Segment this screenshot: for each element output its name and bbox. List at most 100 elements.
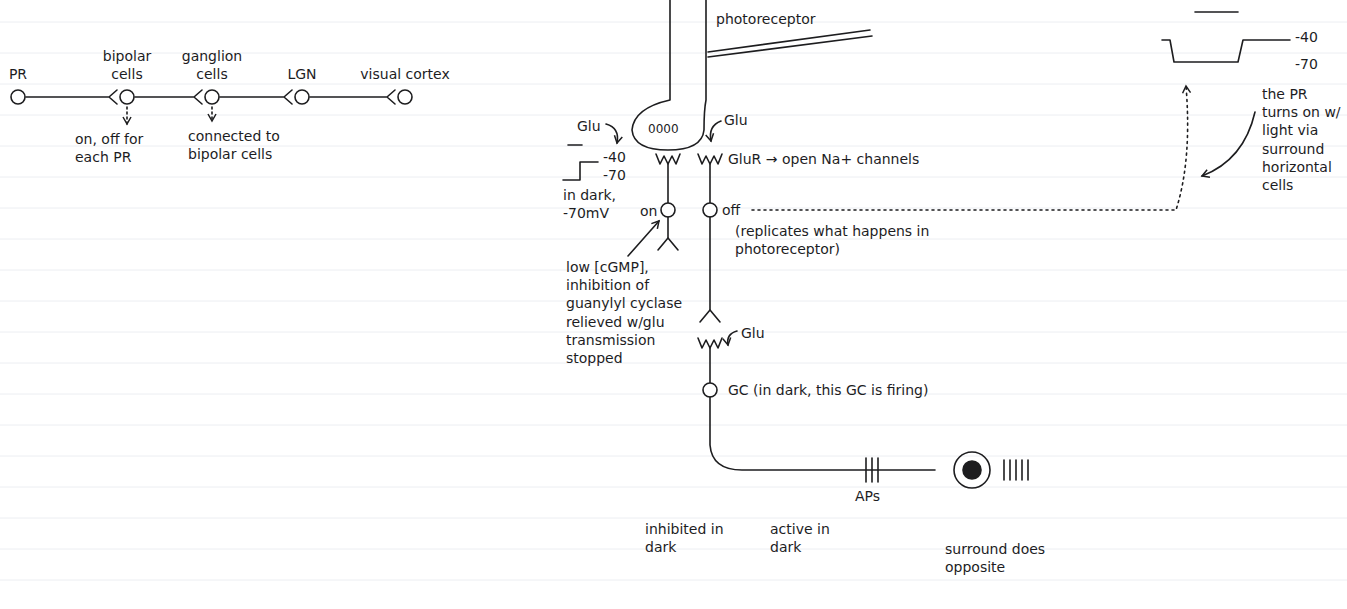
note-label: off	[722, 201, 740, 219]
ganglion-soma	[703, 383, 717, 397]
note-label: photoreceptor	[716, 10, 815, 28]
note-label: surround does opposite	[945, 540, 1055, 576]
connector-line	[220, 90, 292, 104]
ruled-line	[0, 270, 1347, 271]
ruled-line	[0, 580, 1347, 581]
cell-label: visual cortex	[360, 66, 449, 84]
note-label: Glu	[741, 324, 765, 342]
dotted-arrow	[211, 107, 213, 121]
spike	[865, 458, 867, 482]
ruled-line	[0, 456, 1347, 457]
ganglion-axon	[710, 397, 935, 470]
neurite	[709, 348, 711, 383]
spike	[871, 458, 873, 482]
note-label: GC (in dark, this GC is firing)	[728, 381, 928, 399]
cell-body	[119, 89, 135, 105]
electrode	[708, 30, 870, 52]
note-label: on, off for each PR	[75, 130, 147, 166]
note-label: -70	[603, 166, 626, 184]
release-arrow	[710, 121, 721, 141]
cell-label: PR	[9, 66, 27, 84]
note-label: active in dark	[770, 520, 842, 556]
trace-mark	[568, 144, 582, 146]
connector-line	[310, 90, 395, 104]
ruled-line	[0, 239, 1347, 240]
dotted-arrow	[126, 107, 128, 124]
cell-label: bipolar cells	[95, 48, 159, 83]
axon	[709, 217, 711, 310]
cell-body	[397, 89, 413, 105]
synapse-connector	[135, 90, 202, 104]
neuron-node: bipolar cells	[95, 48, 159, 105]
receptive-field-center	[963, 461, 981, 479]
note-label: connected to bipolar cells	[188, 127, 308, 163]
neuron-node: LGN	[287, 66, 316, 106]
ruled-line	[0, 84, 1347, 85]
note-label: -70	[1295, 55, 1318, 73]
axon-terminal	[700, 310, 720, 322]
axon-terminal	[658, 238, 678, 250]
ruled-line	[0, 22, 1347, 23]
neurite	[709, 164, 711, 203]
off-bipolar-soma	[703, 203, 717, 217]
note-label: (replicates what happens in photorecepto…	[735, 222, 950, 258]
dendrite	[698, 338, 722, 348]
on-bipolar-soma	[661, 203, 675, 217]
electrode	[708, 36, 872, 57]
synapse-connector	[310, 90, 395, 104]
cell-body	[204, 89, 220, 105]
voltage-trace	[1162, 40, 1290, 62]
spike	[1003, 460, 1005, 480]
neuron-node: visual cortex	[360, 66, 449, 106]
cell-circle	[398, 90, 412, 104]
neuron-node: ganglion cells	[176, 48, 248, 105]
cell-label: LGN	[287, 66, 316, 84]
spike	[1027, 460, 1029, 480]
note-label: Glu	[724, 111, 748, 129]
cell-circle	[120, 90, 134, 104]
release-arrow	[728, 331, 737, 345]
note-label: low [cGMP], inhibition of guanylyl cycla…	[566, 258, 694, 367]
neuron-node: PR	[9, 66, 27, 106]
dendrite	[698, 154, 722, 164]
pointer-arrow	[628, 221, 659, 256]
spike	[1015, 460, 1017, 480]
axon	[667, 217, 669, 238]
ruled-line	[0, 394, 1347, 395]
note-label: APs	[855, 487, 880, 505]
ruled-line	[0, 115, 1347, 116]
release-arrow	[606, 124, 618, 143]
note-label: -40	[603, 148, 626, 166]
note-label: the PR turns on w/ light via surround ho…	[1262, 85, 1342, 194]
synapse-connector	[26, 90, 117, 104]
dendrite	[656, 154, 680, 164]
note-label: Glu	[577, 117, 601, 135]
note-label: on	[640, 202, 657, 220]
note-label: 0000	[648, 122, 679, 138]
ruled-line	[0, 425, 1347, 426]
spike	[1009, 460, 1011, 480]
note-label: in dark, -70mV	[563, 186, 635, 222]
photoreceptor-outline	[632, 0, 706, 150]
dotted-arrow	[752, 86, 1188, 210]
curved-arrow	[1202, 112, 1255, 176]
ruled-line	[0, 177, 1347, 178]
ruled-line	[0, 518, 1347, 519]
spike	[1021, 460, 1023, 480]
connector-line	[135, 90, 202, 104]
cell-label: ganglion cells	[176, 48, 248, 83]
note-label: GluR → open Na+ channels	[728, 150, 919, 168]
ruled-line	[0, 363, 1347, 364]
spike	[877, 458, 879, 482]
cell-circle	[295, 90, 309, 104]
cell-circle	[205, 90, 219, 104]
receptive-field	[954, 452, 990, 488]
cell-body	[10, 89, 26, 105]
voltage-trace	[563, 162, 598, 180]
synapse-connector	[220, 90, 292, 104]
note-label: -40	[1295, 28, 1318, 46]
connector-line	[26, 90, 117, 104]
ruled-line	[0, 332, 1347, 333]
ruled-line	[0, 487, 1347, 488]
note-label: inhibited in dark	[645, 520, 725, 556]
